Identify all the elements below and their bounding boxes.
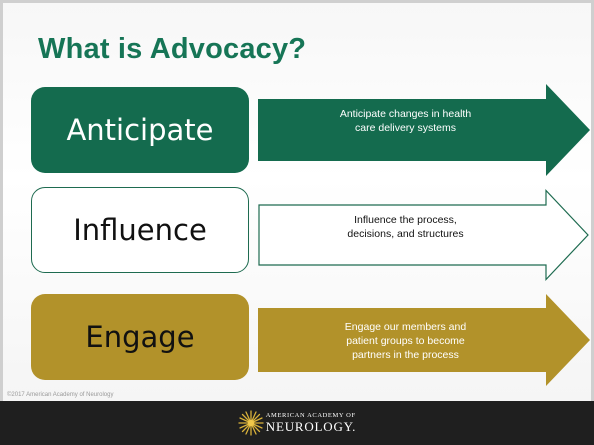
engage-label: Engage <box>85 320 195 354</box>
influence-description-line-1: Influence the process, <box>354 214 457 226</box>
influence-description: Influence the process, decisions, and st… <box>303 213 508 241</box>
slide-title: What is Advocacy? <box>38 33 307 65</box>
footer-bar: AMERICAN ACADEMY OF NEUROLOGY. <box>0 401 594 445</box>
starburst-logo-icon <box>238 410 264 436</box>
anticipate-label: Anticipate <box>66 113 214 147</box>
logo-wordmark: AMERICAN ACADEMY OF NEUROLOGY. <box>266 413 356 433</box>
influence-label: Influence <box>73 213 207 247</box>
engage-description: Engage our members and patient groups to… <box>303 320 508 362</box>
anticipate-arrow <box>258 84 590 176</box>
logo-small-text: AMERICAN ACADEMY OF <box>265 412 356 420</box>
aan-logo: AMERICAN ACADEMY OF NEUROLOGY. <box>238 410 356 436</box>
engage-description-line-1: Engage our members and <box>344 321 467 333</box>
anticipate-description: Anticipate changes in health care delive… <box>303 107 508 135</box>
influence-description-line-2: decisions, and structures <box>347 228 464 240</box>
engage-box: Engage <box>31 294 249 380</box>
influence-arrow <box>258 189 589 281</box>
anticipate-description-line-1: Anticipate changes in health <box>339 108 472 120</box>
engage-arrow <box>258 294 590 386</box>
influence-box: Influence <box>31 187 249 273</box>
engage-description-line-2: patient groups to become <box>346 335 465 347</box>
logo-big-text: NEUROLOGY. <box>265 418 357 434</box>
engage-description-line-3: partners in the process <box>352 349 459 361</box>
anticipate-box: Anticipate <box>31 87 249 173</box>
anticipate-description-line-2: care delivery systems <box>355 122 456 134</box>
copyright-text: ©2017 American Academy of Neurology <box>7 392 114 398</box>
